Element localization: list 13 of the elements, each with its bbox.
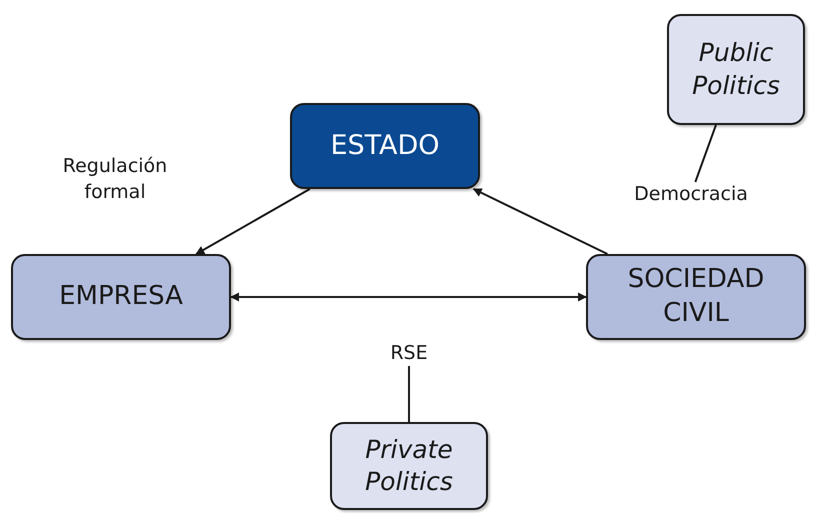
connector-line: [694, 124, 717, 182]
edge-label: Regulación formal: [62, 154, 168, 205]
connector-line: [408, 366, 410, 422]
node-label: RSE: [386, 340, 432, 366]
arrow: [230, 292, 587, 302]
arrow: [195, 188, 310, 255]
node-label: Democracia: [626, 182, 756, 206]
rounded-box: Private Politics: [330, 422, 488, 510]
rounded-box: Public Politics: [667, 14, 805, 125]
arrow: [472, 188, 608, 255]
rounded-box: ESTADO: [290, 103, 480, 189]
rounded-box: SOCIEDAD CIVIL: [586, 254, 806, 340]
rounded-box: EMPRESA: [11, 254, 231, 340]
